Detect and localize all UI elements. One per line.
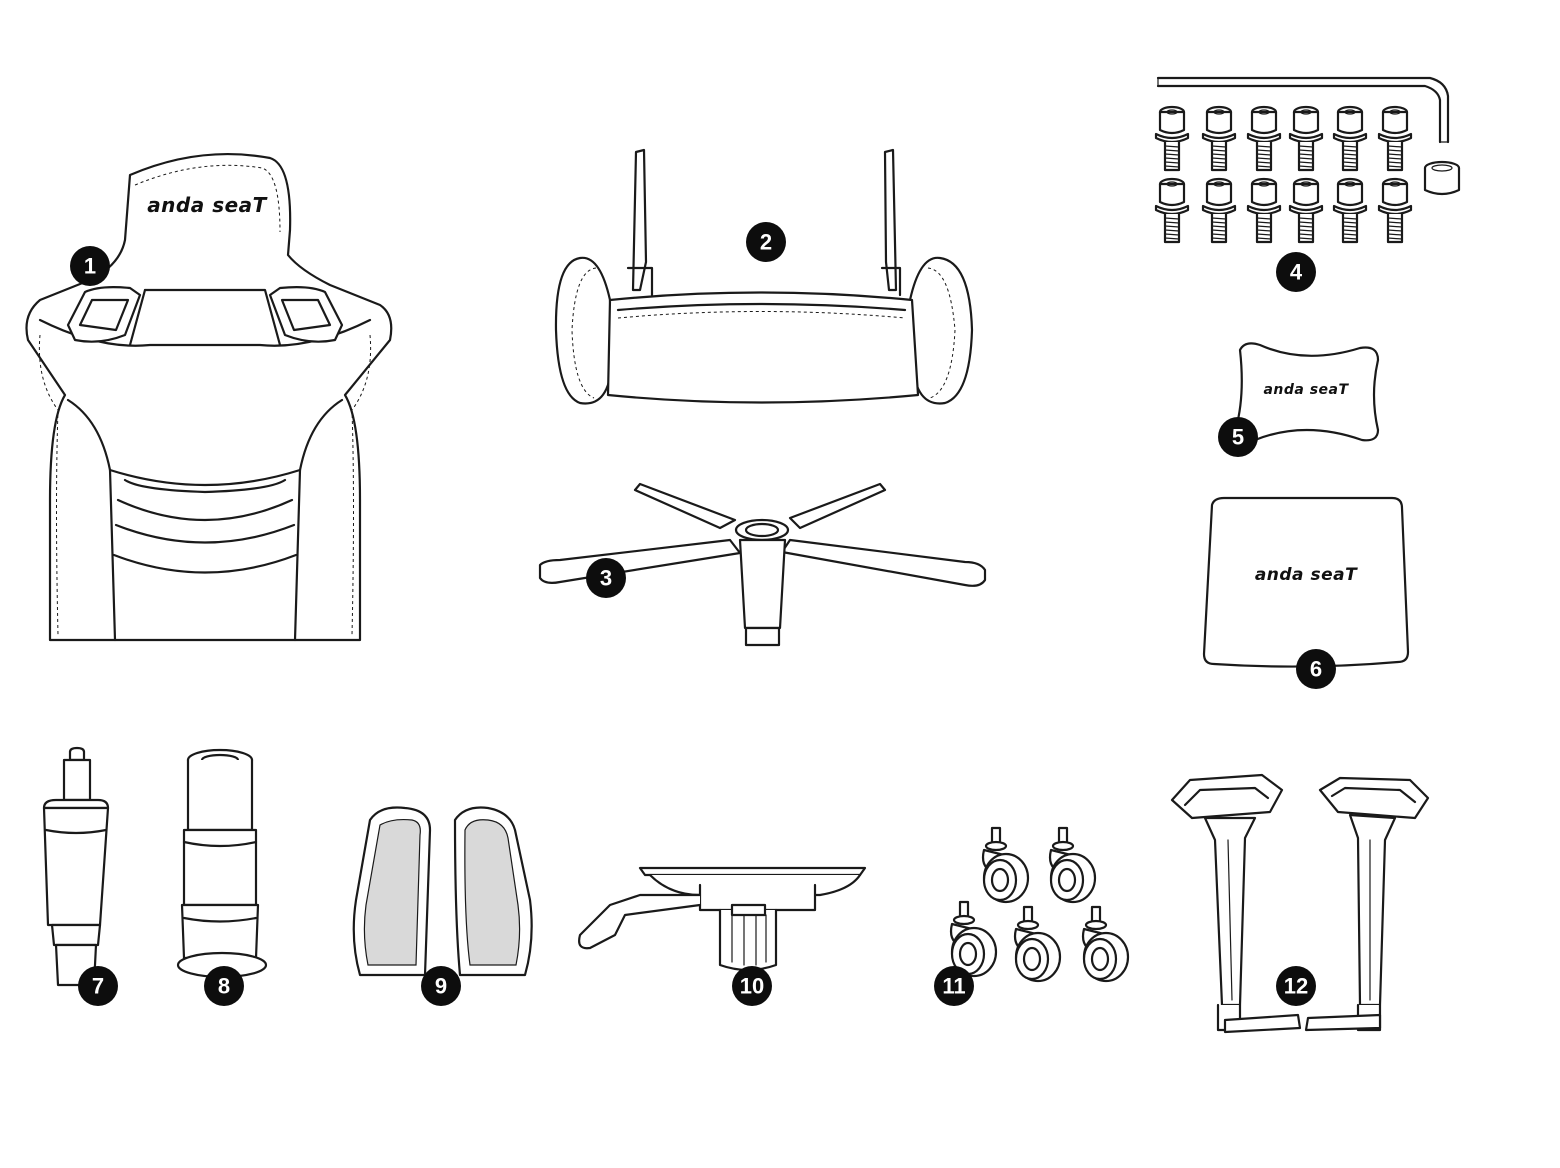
part-wheelbase (538, 482, 987, 647)
badge-12: 12 (1276, 966, 1316, 1006)
badge-7: 7 (78, 966, 118, 1006)
badge-3-text: 3 (600, 566, 612, 591)
part-backrest: anda seaT (25, 152, 393, 642)
lumbar-logo: anda seaT (1263, 382, 1349, 398)
screw (1246, 105, 1282, 172)
caster (1048, 826, 1097, 904)
screw (1288, 177, 1324, 244)
backrest-logo: anda seaT (147, 193, 267, 217)
part-screws-hex-key (1154, 76, 1461, 244)
screw (1332, 177, 1368, 244)
badge-1-text: 1 (84, 254, 96, 279)
badge-12-text: 12 (1284, 974, 1308, 999)
screw (1332, 105, 1368, 172)
part-casters (949, 826, 1130, 983)
badge-4-text: 4 (1290, 260, 1303, 285)
screw (1377, 177, 1413, 244)
badge-5-text: 5 (1232, 425, 1244, 450)
badge-10-text: 10 (740, 974, 764, 999)
badge-11: 11 (934, 966, 974, 1006)
part-armrests (1170, 773, 1430, 1034)
badge-5: 5 (1218, 417, 1258, 457)
badge-8-text: 8 (218, 974, 230, 999)
screw (1246, 177, 1282, 244)
badge-7-text: 7 (92, 974, 104, 999)
screw (1154, 105, 1190, 172)
part-headrest-pillow: anda seaT (1202, 496, 1410, 668)
screw (1288, 105, 1324, 172)
badge-9: 9 (421, 966, 461, 1006)
screw (1377, 105, 1413, 172)
caster (1013, 905, 1062, 983)
badge-1: 1 (70, 246, 110, 286)
part-tilt-mechanism (578, 866, 867, 972)
screw (1154, 177, 1190, 244)
screw (1201, 105, 1237, 172)
badge-10: 10 (732, 966, 772, 1006)
badge-2: 2 (746, 222, 786, 262)
screw (1201, 177, 1237, 244)
badge-8: 8 (204, 966, 244, 1006)
part-gas-lift (42, 746, 110, 987)
caster (1081, 905, 1130, 983)
caster (949, 900, 998, 978)
badge-9-text: 9 (435, 974, 447, 999)
badge-2-text: 2 (760, 230, 772, 255)
headrest-logo: anda seaT (1255, 565, 1358, 585)
badge-3: 3 (586, 558, 626, 598)
badge-4: 4 (1276, 252, 1316, 292)
part-side-covers (352, 806, 533, 977)
part-lumbar-pillow: anda seaT (1234, 342, 1380, 442)
part-gas-lift-cover (176, 748, 268, 979)
caster (981, 826, 1030, 904)
badge-6-text: 6 (1310, 657, 1322, 682)
part-seat (554, 148, 974, 405)
badge-6: 6 (1296, 649, 1336, 689)
badge-11-text: 11 (942, 974, 965, 999)
